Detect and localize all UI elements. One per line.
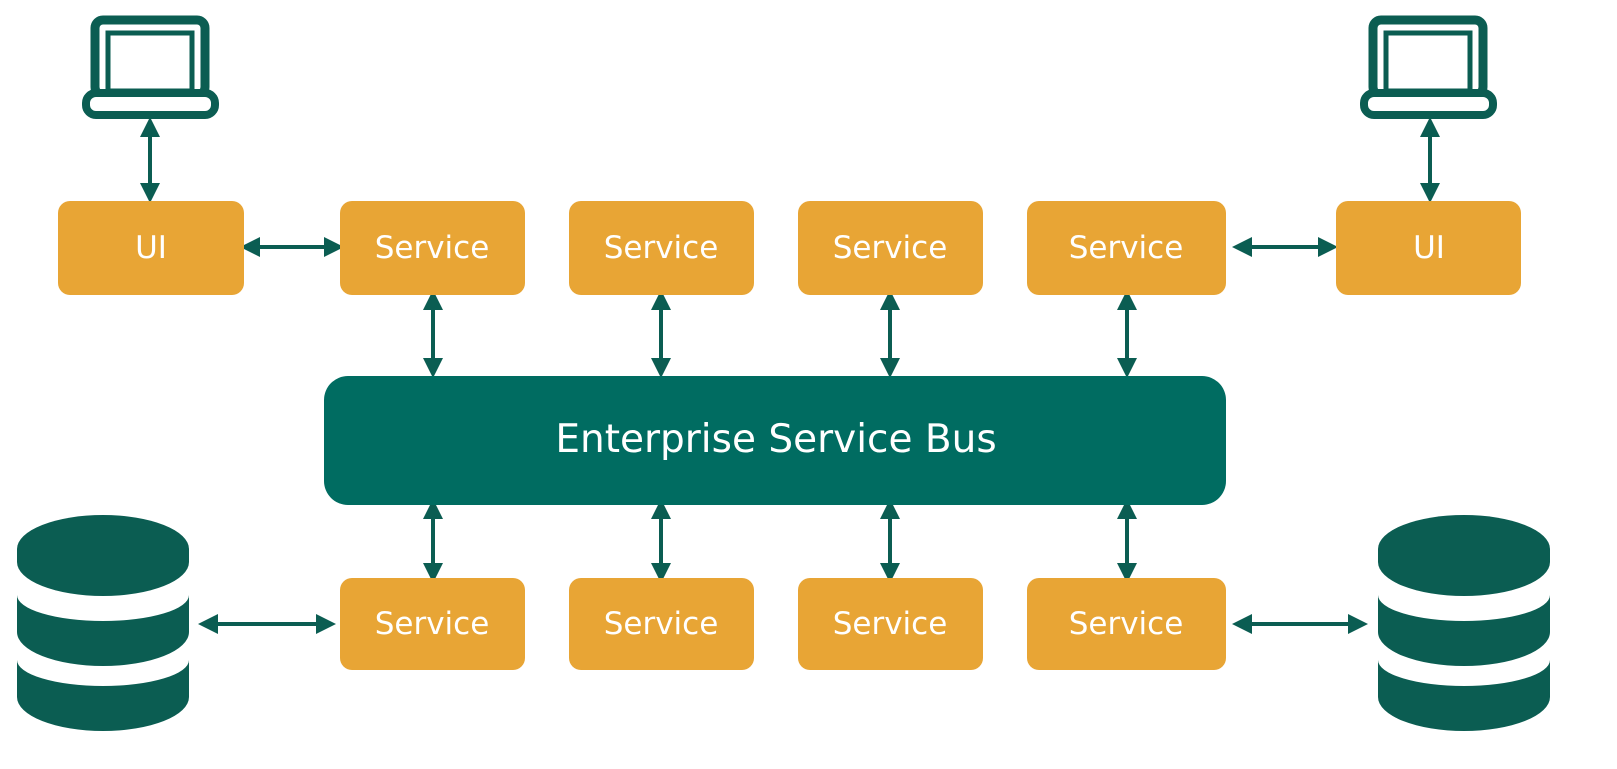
ui-node-right: UI — [1336, 201, 1521, 295]
ui-label: UI — [135, 230, 167, 266]
ui-node-left: UI — [58, 201, 244, 295]
enterprise-service-bus: Enterprise Service Bus — [324, 376, 1226, 505]
database-icon — [1378, 515, 1550, 731]
service-label: Service — [375, 230, 490, 266]
service-label: Service — [833, 606, 948, 642]
service-node-top-3: Service — [798, 201, 983, 295]
service-node-bottom-2: Service — [569, 578, 754, 670]
service-label: Service — [1069, 606, 1184, 642]
service-label: Service — [833, 230, 948, 266]
service-node-bottom-3: Service — [798, 578, 983, 670]
service-label: Service — [375, 606, 490, 642]
bus-label: Enterprise Service Bus — [555, 417, 996, 462]
service-node-top-2: Service — [569, 201, 754, 295]
ui-label: UI — [1413, 230, 1445, 266]
service-node-top-1: Service — [340, 201, 525, 295]
service-node-bottom-1: Service — [340, 578, 525, 670]
service-node-bottom-4: Service — [1027, 578, 1226, 670]
service-node-top-4: Service — [1027, 201, 1226, 295]
service-label: Service — [604, 230, 719, 266]
laptop-icon — [1360, 15, 1497, 119]
database-icon — [17, 515, 189, 731]
service-label: Service — [1069, 230, 1184, 266]
service-label: Service — [604, 606, 719, 642]
laptop-icon — [82, 15, 219, 119]
